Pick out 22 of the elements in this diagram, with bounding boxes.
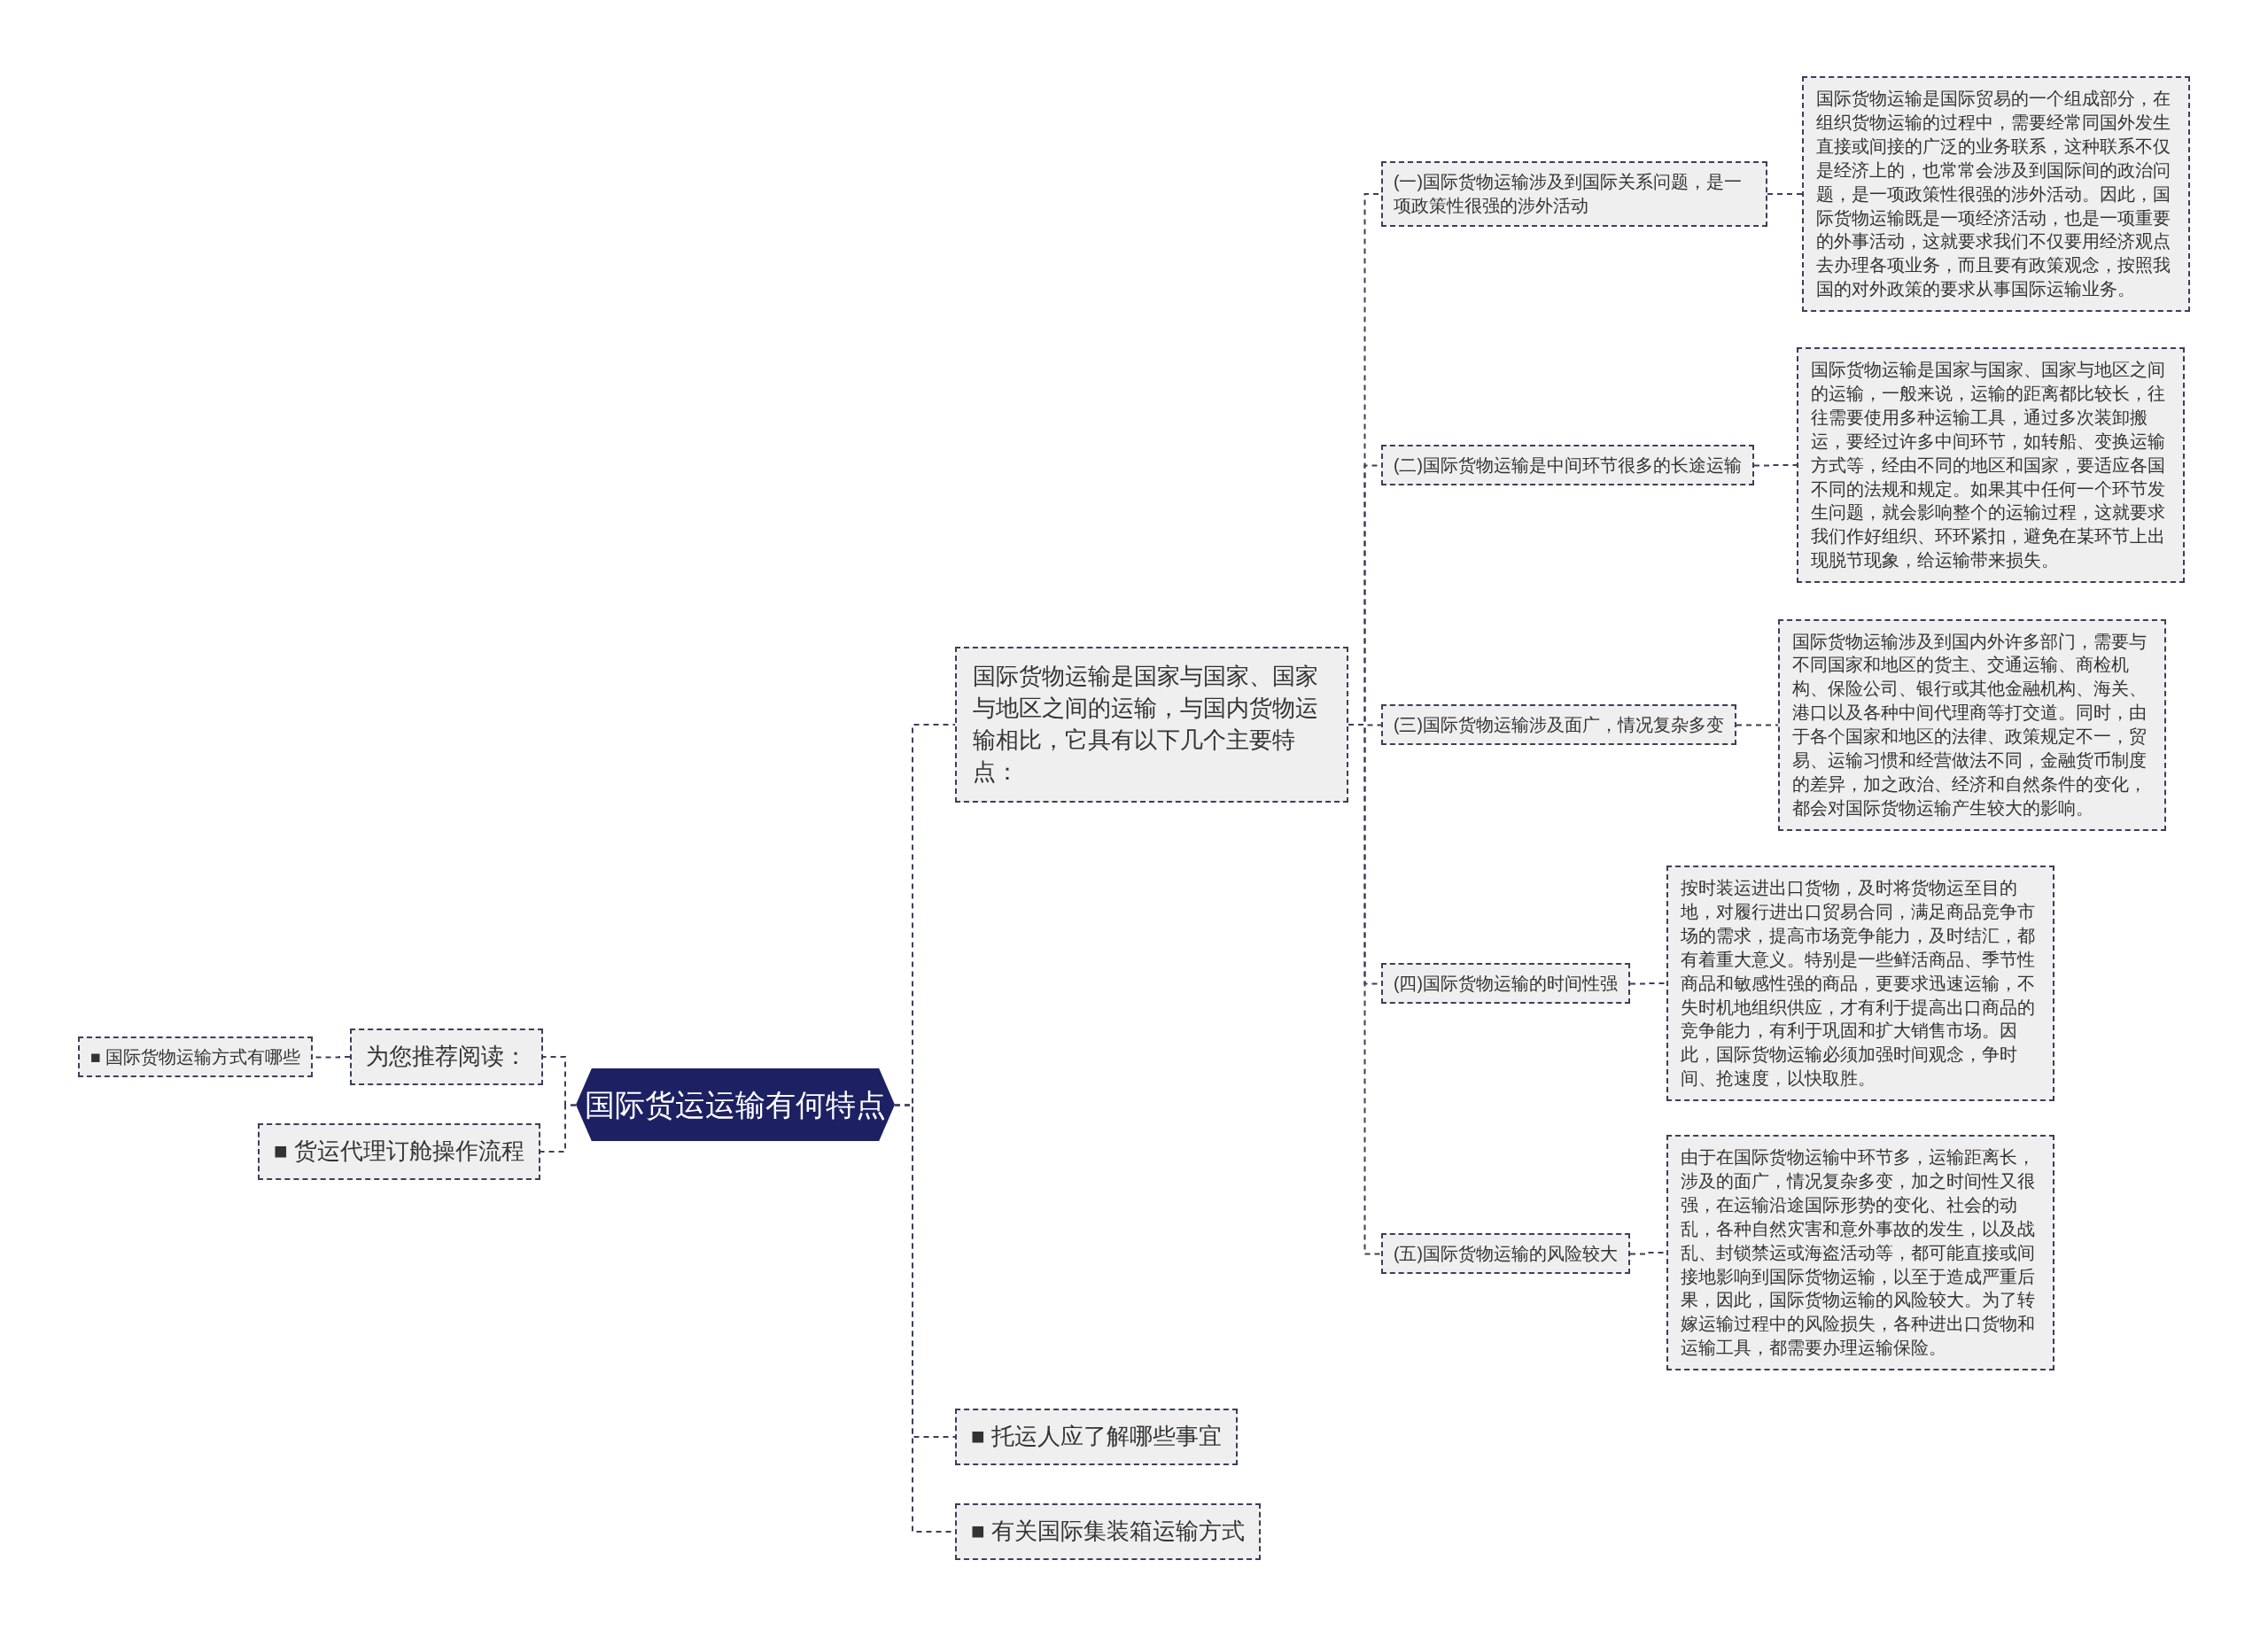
topic-box: ■ 托运人应了解哪些事宜 bbox=[955, 1409, 1238, 1465]
topic-box: (一)国际货物运输涉及到国际关系问题，是一项政策性很强的涉外活动 bbox=[1381, 161, 1767, 227]
topic-box: (四)国际货物运输的时间性强 bbox=[1381, 962, 1630, 1005]
topic-box: 国际货物运输是国家与国家、国家与地区之间的运输，与国内货物运输相比，它具有以下几个主要特点： bbox=[955, 647, 1348, 803]
topic-box: ■ 货运代理订舱操作流程 bbox=[258, 1123, 540, 1180]
connector-line bbox=[1736, 724, 1779, 726]
connector-line bbox=[1767, 193, 1803, 195]
topic-box: 由于在国际货物运输中环节多，运输距离长，涉及的面广，情况复杂多变，加之时间性又很强，在运输沿途国际形势的变化、社会的动乱，各种自然灾害和意外事故的发生，以及战乱、封锁禁运或海盗活动等，都可能直接或间接地影响到国际货物运输，以至于造成严重后果，因此，国际货物运输的风险较大。为了转嫁运输过程中的风险损失，各种进出口货物和运输工具，都需要办理运输保险。 bbox=[1666, 1135, 2054, 1371]
topic-box: 按时装运进出口货物，及时将货物运至目的地，对履行进出口贸易合同，满足商品竞争市场的需求，提高市场竞争能力，及时结汇，都有着重大意义。特别是一些鲜活商品、季节性商品和敏感性强的商品，更要求迅速运输，不失时机地组织供应，才有利于提高出口商品的竞争能力，有利于巩固和扩大销售市场。因此，国际货物运输必须加强时间观念，争时间、抢速度，以快取胜。 bbox=[1666, 866, 2054, 1102]
topic-box: 国际货物运输涉及到国内外许多部门，需要与不同国家和地区的货主、交通运输、商检机构、保险公司、银行或其他金融机构、海关、港口以及各种中间代理商等打交道。同时，由于各个国家和地区的法律、政策规定不一，贸易、运输习惯和经营做法不同，金融货币制度的差异，加之政治、经济和自然条件的变化，都会对国际货物运输产生较大的影响。 bbox=[1778, 618, 2166, 831]
topic-box: (五)国际货物运输的风险较大 bbox=[1381, 1232, 1630, 1275]
connector-line bbox=[540, 1104, 577, 1153]
topic-box: 国际货物运输是国际贸易的一个组成部分，在组织货物运输的过程中，需要经常同国外发生直接或间接的广泛的业务联系，这种联系不仅是经济上的，也常常会涉及到国际间的政治问题，是一项政策性很强的涉外活动。因此，国际货物运输既是一项经济活动，也是一项重要的外事活动，这就要求我们不仅要用经济观点去办理各项业务，而且要有政策观念，按照我国的对外政策的要求从事国际运输业务。 bbox=[1802, 76, 2190, 313]
connector-line bbox=[1629, 982, 1667, 985]
topic-box: ■ 国际货物运输方式有哪些 bbox=[78, 1036, 314, 1078]
topic-box: (二)国际货物运输是中间环节很多的长途运输 bbox=[1381, 444, 1754, 486]
topic-box: (三)国际货物运输涉及面广，情况复杂多变 bbox=[1381, 703, 1736, 746]
connector-line bbox=[1753, 464, 1798, 467]
central-topic: 国际货运运输有何特点 bbox=[576, 1067, 895, 1142]
topic-box: 国际货物运输是国家与国家、国家与地区之间的运输，一般来说，运输的距离都比较长，往往需要使用多种运输工具，通过多次装卸搬运，要经过许多中间环节，如转船、变换运输方式等，经由不同的地区和国家，要适应各国不同的法规和规定。如果其中任何一个环节发生问题，就会影响整个的运输过程，这就要求我们作好组织、环环紧扣，避免在某环节上出现脱节现象，给运输带来损失。 bbox=[1797, 347, 2185, 584]
topic-box: ■ 有关国际集装箱运输方式 bbox=[955, 1503, 1261, 1560]
topic-box: 为您推荐阅读： bbox=[350, 1029, 543, 1085]
